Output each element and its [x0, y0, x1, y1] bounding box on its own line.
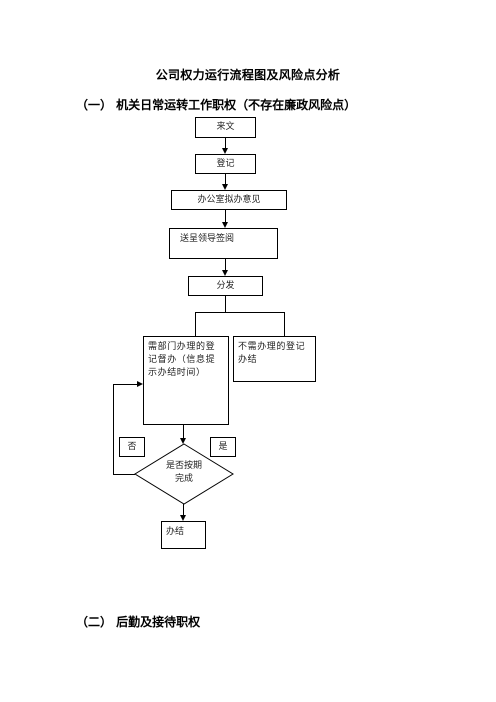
box-register: 登记 [195, 154, 256, 174]
box-leader-review: 送呈领导签阅 [169, 228, 278, 259]
arrow-down-icon [222, 184, 228, 190]
box-done-label: 办结 [166, 527, 185, 537]
connector [113, 384, 137, 385]
box-done: 办结 [161, 521, 206, 549]
box-office-opinion-label: 办公室拟办意见 [197, 194, 261, 205]
connector [225, 138, 226, 148]
box-leader-review-label: 送呈领导签阅 [180, 234, 235, 244]
box-incoming: 来文 [195, 117, 256, 138]
arrow-right-icon [137, 381, 143, 387]
connector [225, 174, 226, 184]
page-title: 公司权力运行流程图及风险点分析 [155, 68, 341, 82]
box-distribute-label: 分发 [216, 280, 235, 291]
arrow-down-icon [222, 270, 228, 276]
box-no-handle-label: 不需办理的登记办结 [238, 342, 306, 365]
box-need-handle: 需部门办理的登记督办（信息提示办结时间） [143, 336, 229, 425]
connector [195, 312, 285, 313]
arrow-down-icon [180, 438, 186, 444]
connector [113, 384, 114, 475]
connector [183, 425, 184, 438]
box-register-label: 登记 [216, 158, 235, 169]
box-no-handle: 不需办理的登记办结 [233, 336, 316, 382]
connector [225, 296, 226, 312]
section-heading-2: （二） 后勤及接待职权 [76, 615, 201, 629]
label-no-text: 否 [127, 441, 137, 452]
arrow-down-icon [222, 148, 228, 154]
label-yes-text: 是 [218, 441, 228, 452]
connector [113, 474, 135, 475]
label-yes: 是 [210, 437, 236, 457]
arrow-down-icon [222, 222, 228, 228]
decision-label: 是否按期完成 [165, 461, 202, 484]
connector [225, 259, 226, 270]
box-need-handle-label: 需部门办理的登记督办（信息提示办结时间） [148, 342, 216, 378]
connector [183, 504, 184, 515]
section-heading-1: （一） 机关日常运转工作职权（不存在廉政风险点） [76, 98, 357, 112]
box-distribute: 分发 [188, 276, 263, 296]
decision-diamond [134, 443, 234, 505]
connector [284, 312, 285, 336]
box-incoming-label: 来文 [216, 122, 235, 132]
label-no: 否 [119, 437, 145, 457]
connector [195, 312, 196, 336]
arrow-down-icon [180, 515, 186, 521]
connector [225, 210, 226, 222]
box-office-opinion: 办公室拟办意见 [171, 190, 287, 210]
